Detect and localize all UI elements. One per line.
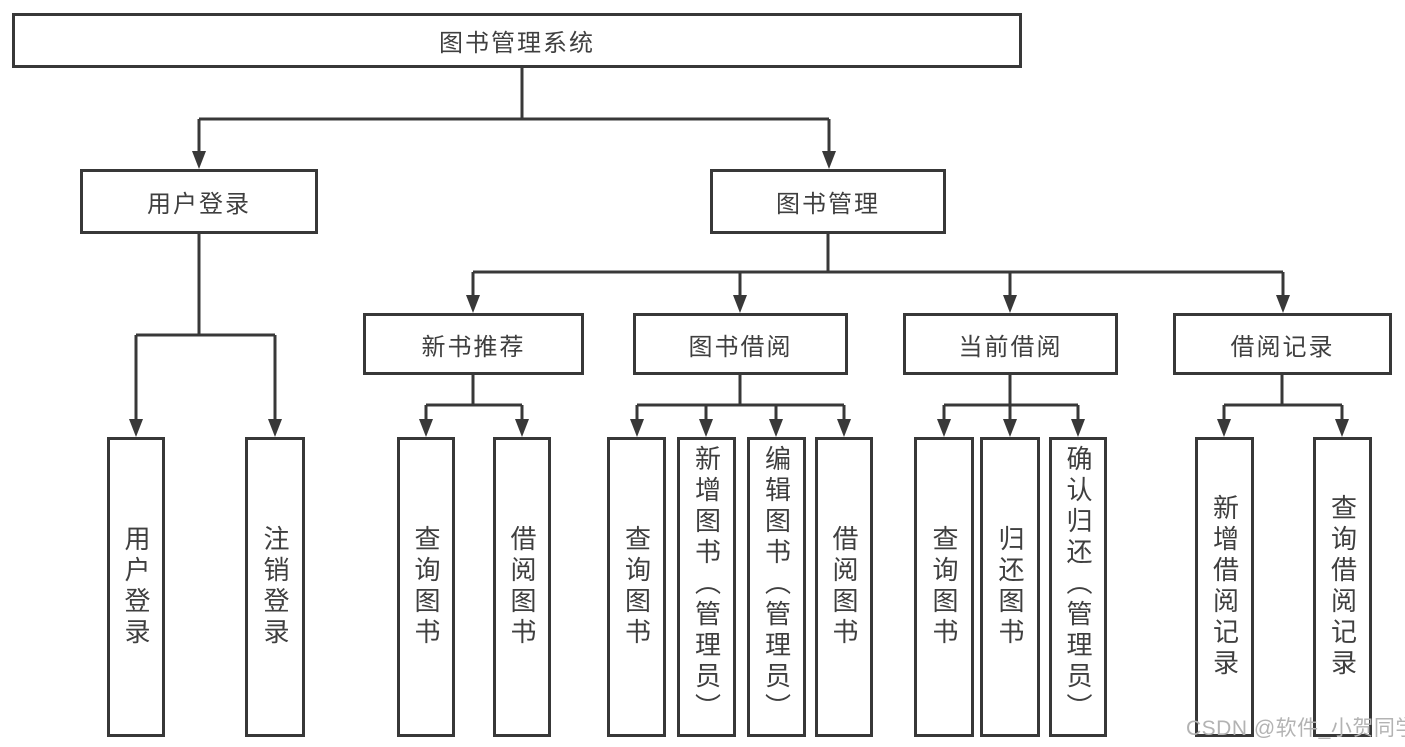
- node-borrowing-records-label: 借阅记录: [1230, 333, 1335, 361]
- leaf-borrow-books-recommend-label: 借阅图书: [507, 525, 537, 649]
- node-user-login: 用户登录: [80, 169, 318, 234]
- node-new-book-recommend: 新书推荐: [363, 313, 584, 375]
- leaf-query-borrow-record-label: 查询借阅记录: [1327, 494, 1358, 680]
- node-library-system-label: 图书管理系统: [439, 30, 595, 57]
- leaf-query-books-borrow-label: 查询图书: [621, 525, 652, 649]
- node-borrowing-records: 借阅记录: [1173, 313, 1392, 375]
- node-user-login-label: 用户登录: [147, 191, 251, 218]
- leaf-edit-book-admin: 编辑图书（管理员）: [747, 437, 806, 737]
- leaf-logout: 注销登录: [245, 437, 305, 737]
- node-current-borrowing: 当前借阅: [903, 313, 1118, 375]
- leaf-return-book: 归还图书: [980, 437, 1040, 737]
- leaf-add-borrow-record: 新增借阅记录: [1195, 437, 1254, 737]
- leaf-query-books-borrow: 查询图书: [607, 437, 666, 737]
- node-book-management: 图书管理: [710, 169, 946, 234]
- leaf-add-borrow-record-label: 新增借阅记录: [1209, 494, 1240, 680]
- leaf-borrow-books: 借阅图书: [815, 437, 873, 737]
- leaf-logout-label: 注销登录: [260, 525, 290, 649]
- node-book-borrowing: 图书借阅: [633, 313, 848, 375]
- leaf-query-books-recommend-label: 查询图书: [411, 525, 441, 649]
- node-book-borrowing-label: 图书借阅: [688, 333, 793, 361]
- leaf-add-book-admin-label: 新增图书（管理员）: [691, 445, 722, 724]
- leaf-user-login: 用户登录: [107, 437, 165, 737]
- leaf-confirm-return-admin-label: 确认归还（管理员）: [1063, 445, 1093, 724]
- leaf-query-books-current: 查询图书: [914, 437, 974, 737]
- node-current-borrowing-label: 当前借阅: [958, 333, 1063, 361]
- leaf-query-books-current-label: 查询图书: [929, 525, 959, 649]
- leaf-borrow-books-recommend: 借阅图书: [493, 437, 551, 737]
- leaf-edit-book-admin-label: 编辑图书（管理员）: [761, 445, 792, 724]
- node-library-system: 图书管理系统: [12, 13, 1022, 68]
- leaf-confirm-return-admin: 确认归还（管理员）: [1049, 437, 1107, 737]
- leaf-return-book-label: 归还图书: [995, 525, 1025, 649]
- leaf-query-borrow-record: 查询借阅记录: [1313, 437, 1372, 737]
- node-book-management-label: 图书管理: [776, 191, 880, 218]
- leaf-user-login-label: 用户登录: [121, 525, 151, 649]
- leaf-borrow-books-label: 借阅图书: [829, 525, 859, 649]
- csdn-watermark: CSDN @软件_小贺同学: [1186, 717, 1405, 740]
- leaf-query-books-recommend: 查询图书: [397, 437, 455, 737]
- node-new-book-recommend-label: 新书推荐: [421, 333, 526, 361]
- leaf-add-book-admin: 新增图书（管理员）: [677, 437, 736, 737]
